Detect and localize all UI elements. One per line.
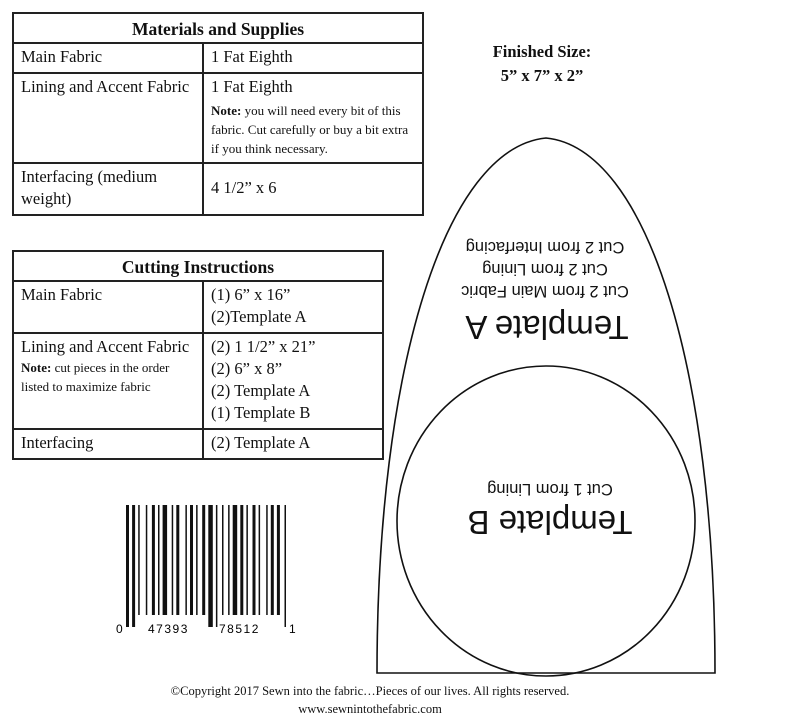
template-b-outline xyxy=(396,365,696,677)
note-text: you will need every bit of this fabric. … xyxy=(211,103,409,156)
cutting-header-row: Cutting Instructions xyxy=(12,250,384,282)
template-a-outline xyxy=(376,137,716,674)
barcode-bar xyxy=(284,505,286,627)
barcode-bar xyxy=(258,505,261,615)
barcode-bar xyxy=(240,505,244,615)
barcode-digit-first: 0 xyxy=(116,622,123,636)
barcode-bars xyxy=(126,505,286,627)
cutting-item: Main Fabric xyxy=(12,280,204,334)
cutting-item: Interfacing xyxy=(12,428,204,460)
website-link[interactable]: www.sewnintothefabric.com xyxy=(298,702,442,716)
template-a-line: Cut 2 from Interfacing xyxy=(465,238,625,256)
template-a-title: Template A xyxy=(465,309,629,346)
barcode-bar xyxy=(246,505,248,615)
materials-title: Materials and Supplies xyxy=(12,12,424,44)
template-b-title: Template B xyxy=(467,504,633,541)
barcode-bar xyxy=(276,505,280,615)
barcode-bar xyxy=(158,505,160,615)
cut-entry: (2) 1 1/2” x 21” xyxy=(211,337,316,356)
barcode-bar xyxy=(162,505,168,615)
barcode-bar xyxy=(252,505,256,615)
template-pattern xyxy=(376,137,716,677)
cut-entry: (1) 6” x 16” xyxy=(211,285,291,304)
material-amount: 1 Fat Eighth xyxy=(211,77,293,96)
material-item: Interfacing (medium weight) xyxy=(12,162,204,216)
cutting-item-cell: Lining and Accent Fabric Note: cut piece… xyxy=(12,332,204,430)
cut-entry: (2)Template A xyxy=(211,307,307,326)
barcode-bar xyxy=(126,505,129,627)
table-row: Main Fabric (1) 6” x 16” (2)Template A xyxy=(12,280,384,334)
material-amount: 4 1/2” x 6 xyxy=(202,162,424,216)
barcode-bar xyxy=(215,505,218,627)
cutting-title: Cutting Instructions xyxy=(12,250,384,282)
barcode-digits-left: 47393 xyxy=(148,622,189,636)
cutting-item: Lining and Accent Fabric xyxy=(21,337,190,356)
table-row: Lining and Accent Fabric 1 Fat Eighth No… xyxy=(12,72,424,164)
barcode-bar xyxy=(232,505,238,615)
barcode-bar xyxy=(185,505,187,615)
note-text: cut pieces in the order listed to maximi… xyxy=(21,360,170,394)
finished-size: Finished Size: 5” x 7” x 2” xyxy=(462,40,622,88)
cutting-note: Note: cut pieces in the order listed to … xyxy=(21,358,197,396)
table-row: Lining and Accent Fabric Note: cut piece… xyxy=(12,332,384,430)
material-item: Lining and Accent Fabric xyxy=(12,72,204,164)
barcode-bar xyxy=(138,505,140,615)
note-label: Note: xyxy=(21,360,52,375)
barcode-bar xyxy=(222,505,224,615)
table-row: Interfacing (medium weight) 4 1/2” x 6 xyxy=(12,162,424,216)
finished-size-label: Finished Size: xyxy=(492,42,592,61)
copyright-text: ©Copyright 2017 Sewn into the fabric…Pie… xyxy=(170,684,570,698)
table-row: Main Fabric 1 Fat Eighth xyxy=(12,42,424,74)
footer: ©Copyright 2017 Sewn into the fabric…Pie… xyxy=(0,682,740,718)
template-a-line: Cut 2 from Lining xyxy=(482,260,608,278)
barcode-bar xyxy=(228,505,230,615)
cutting-list: (1) 6” x 16” (2)Template A xyxy=(202,280,384,334)
material-item: Main Fabric xyxy=(12,42,204,74)
finished-size-value: 5” x 7” x 2” xyxy=(500,66,584,85)
cutting-list: (2) Template A xyxy=(202,428,384,460)
barcode-bar xyxy=(266,505,268,615)
barcode-bar xyxy=(145,505,148,615)
template-a-line: Cut 2 from Main Fabric xyxy=(461,282,629,300)
material-note: Note: you will need every bit of this fa… xyxy=(211,101,417,158)
barcode-bar xyxy=(171,505,174,615)
materials-header-row: Materials and Supplies xyxy=(12,12,424,44)
note-label: Note: xyxy=(211,103,242,118)
barcode-bar xyxy=(132,505,136,627)
barcode-bar xyxy=(196,505,198,615)
barcode-bar xyxy=(202,505,206,615)
cutting-table: Cutting Instructions Main Fabric (1) 6” … xyxy=(12,250,384,460)
barcode-bar xyxy=(151,505,155,615)
barcode-bar xyxy=(190,505,193,615)
barcode-digit-last: 1 xyxy=(289,622,296,636)
template-a-instructions: Cut 2 from Main Fabric Cut 2 from Lining… xyxy=(440,236,650,302)
barcode: 0 47393 78512 1 xyxy=(116,505,296,636)
table-row: Interfacing (2) Template A xyxy=(12,428,384,460)
cut-entry: (2) Template A xyxy=(211,433,311,452)
cutting-list: (2) 1 1/2” x 21” (2) 6” x 8” (2) Templat… xyxy=(202,332,384,430)
barcode-bar xyxy=(208,505,213,627)
material-item-text: Lining and Accent Fabric xyxy=(21,77,190,96)
barcode-bar xyxy=(176,505,180,615)
cut-entry: (2) 6” x 8” xyxy=(211,359,283,378)
barcode-digits-right: 78512 xyxy=(219,622,260,636)
cut-entry: (2) Template A xyxy=(211,381,311,400)
barcode-bar xyxy=(270,505,274,615)
cut-entry: (1) Template B xyxy=(211,403,311,422)
material-amount-cell: 1 Fat Eighth Note: you will need every b… xyxy=(202,72,424,164)
material-amount: 1 Fat Eighth xyxy=(202,42,424,74)
materials-table: Materials and Supplies Main Fabric 1 Fat… xyxy=(12,12,424,216)
template-b-instruction: Cut 1 from Lining xyxy=(487,480,613,498)
